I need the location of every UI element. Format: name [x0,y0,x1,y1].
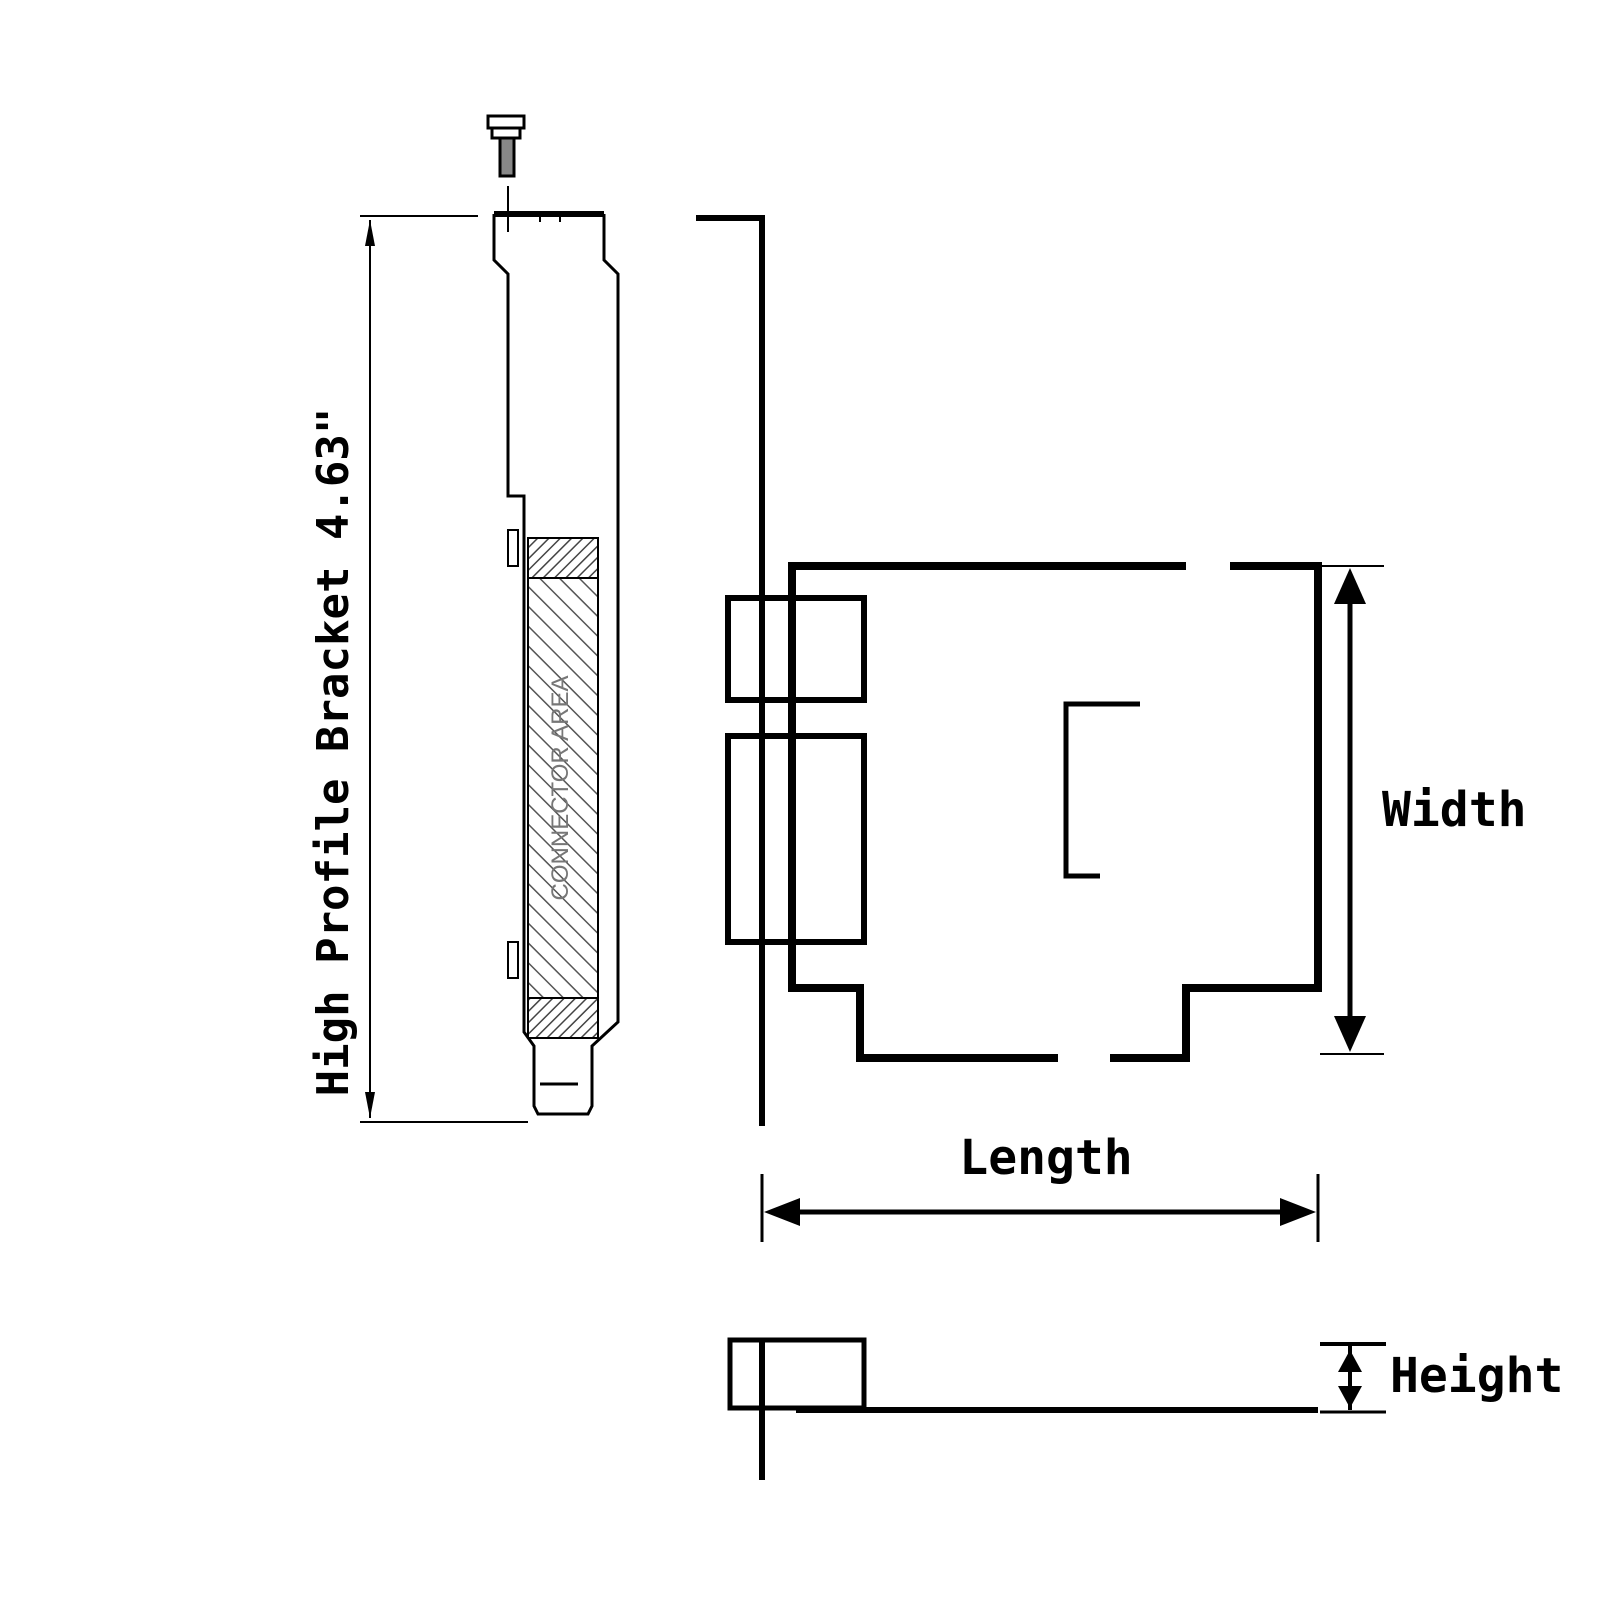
height-arrow-up-icon [1338,1350,1362,1372]
bracket-side-view: CONNECTOR AREA High Profile Bracket 4.63… [308,114,620,1123]
width-arrow-down-icon [1334,1016,1366,1052]
screw-icon [486,114,526,178]
bracket-height-label: High Profile Bracket 4.63" [308,408,359,1097]
length-arrow-right-icon [1280,1198,1316,1226]
connector-area [527,577,599,999]
pcb-outline [788,562,1322,1062]
height-label: Height [1390,1348,1563,1404]
bracket-outline [492,214,620,1116]
card-top-view: Width Length [696,215,1527,1242]
card-bracket-line [696,215,765,1126]
side-connector [727,1337,867,1411]
length-arrow-left-icon [764,1198,800,1226]
length-label: Length [959,1130,1132,1186]
connector-area-bottom-band [527,997,599,1039]
connector-area-label: CONNECTOR AREA [547,676,574,901]
card-side-view: Height [727,1337,1563,1480]
connector-area-top-band [527,537,599,579]
height-arrow-down-icon [1338,1386,1362,1408]
width-label: Width [1382,782,1527,838]
width-arrow-up-icon [1334,568,1366,604]
card-chip-outline [1063,701,1140,879]
